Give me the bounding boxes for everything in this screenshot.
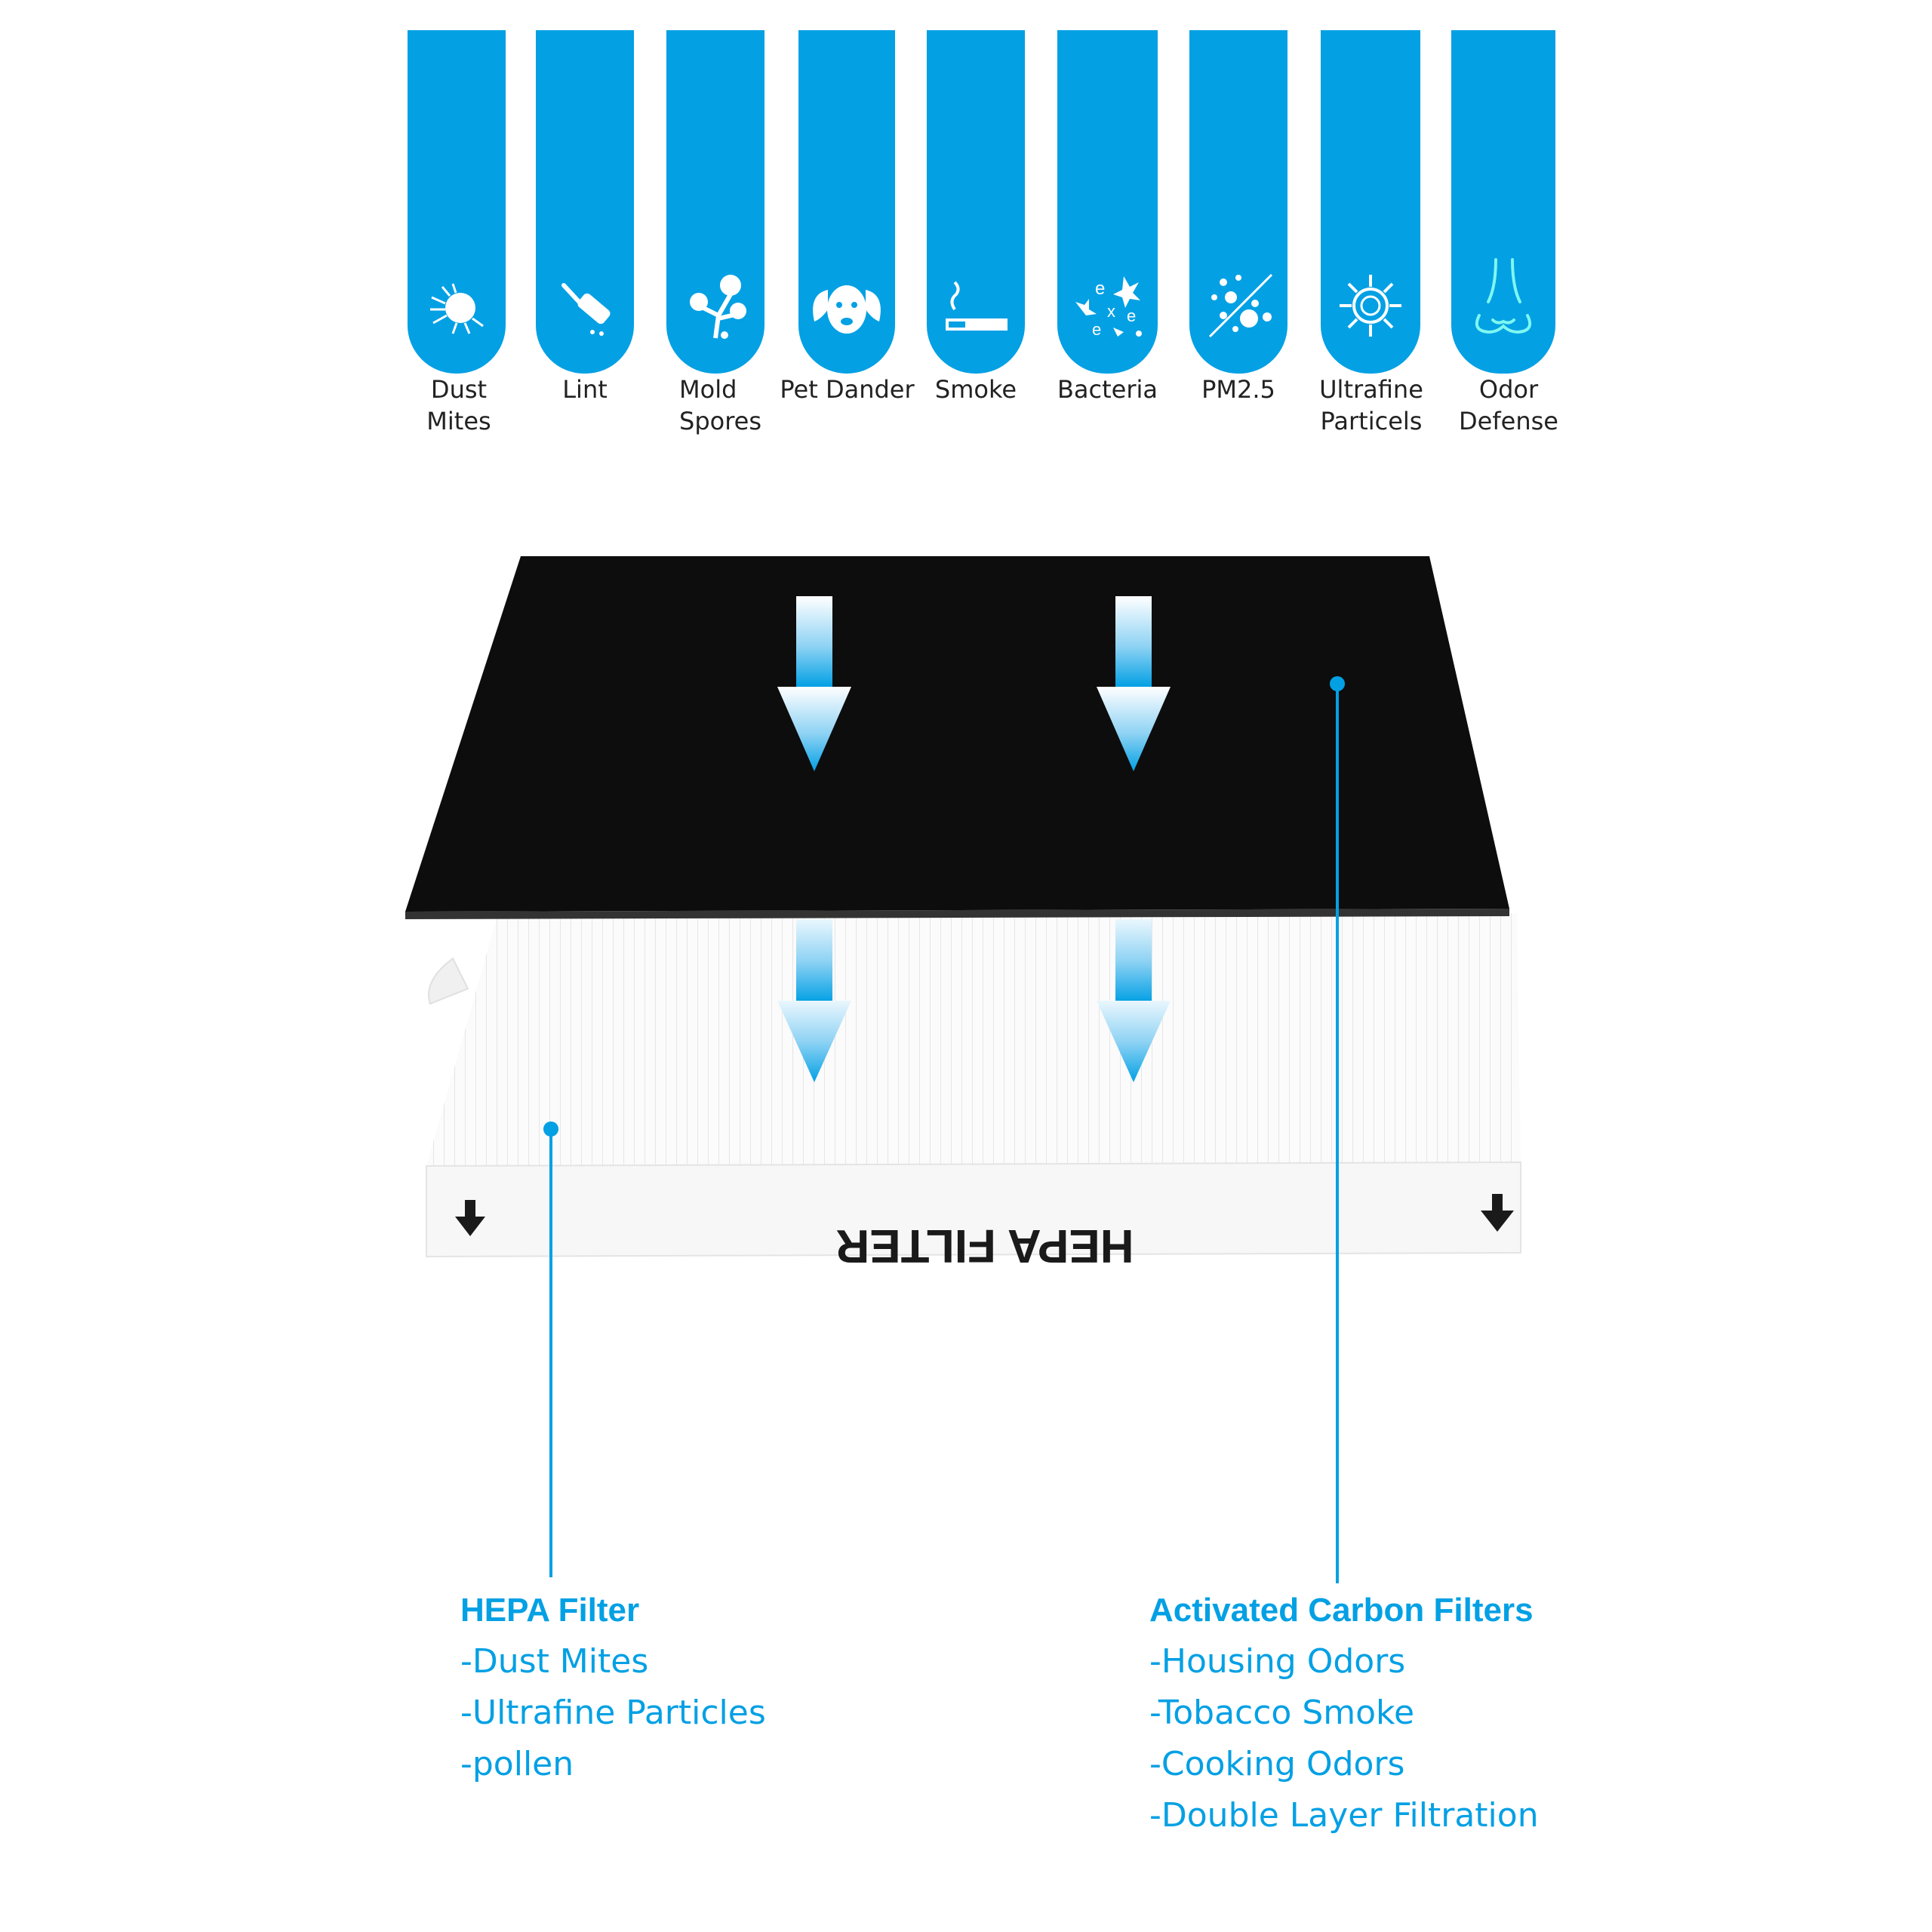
pollutant-pill-pet — [798, 30, 895, 374]
pm25-particles-icon — [1208, 273, 1273, 338]
hepa-tab — [428, 957, 469, 1005]
pollutant-label-line: Dust Mites — [426, 375, 491, 435]
pollutant-pill-pm25 — [1189, 30, 1287, 374]
airflow-arrow-icon — [1097, 919, 1171, 1082]
hepa-panel-item: -Dust Mites — [460, 1642, 649, 1681]
dog-icon — [813, 285, 881, 334]
hepa-callout — [543, 1121, 558, 1577]
pollutant-pill-odor — [1451, 30, 1555, 374]
svg-text:e: e — [1092, 320, 1101, 339]
hepa-filter-top — [426, 913, 1521, 1166]
pollutant-label-line: Odor Defense — [1459, 375, 1558, 435]
pollutant-label-line: Ultrafine — [1319, 375, 1423, 404]
pollutant-pill-ultrafine — [1321, 30, 1420, 374]
dust-mite-icon — [430, 283, 484, 334]
cigarette-icon — [946, 281, 1008, 331]
pollutant-label: Lint — [528, 374, 641, 405]
carbon-panel-item: -Double Layer Filtration — [1149, 1796, 1539, 1835]
pollutant-label-line: Particels — [1320, 407, 1423, 435]
hepa-filter-label: HEPA FILTER — [836, 1220, 1134, 1272]
airflow-arrow-icon — [777, 919, 851, 1082]
carbon-callout — [1330, 676, 1345, 1583]
pollutant-label-line: Spores — [679, 407, 762, 435]
pollutant-pill-dust-mites — [408, 30, 506, 374]
svg-text:x: x — [1107, 302, 1115, 321]
pollutant-label-line: Lint — [562, 375, 608, 404]
svg-text:e: e — [1127, 306, 1136, 325]
pollutant-label-line: Pet Dander — [780, 375, 915, 404]
airflow-arrow-icon — [777, 596, 851, 771]
carbon-panel-item: -Cooking Odors — [1149, 1745, 1405, 1783]
hepa-panel-title: HEPA Filter — [460, 1592, 640, 1629]
pollutant-label-line: Mold — [679, 375, 737, 404]
carbon-filter — [405, 556, 1509, 919]
down-arrow-right-icon — [1481, 1194, 1514, 1232]
bacteria-icon: e x e e — [1075, 276, 1142, 339]
pollutant-label: Bacteria — [1049, 374, 1166, 405]
carbon-panel-item: -Tobacco Smoke — [1149, 1694, 1415, 1732]
pollutant-label-line: Smoke — [934, 375, 1017, 404]
hepa-panel-item: -Ultrafine Particles — [460, 1694, 766, 1732]
pollutant-label-line: PM2.5 — [1201, 375, 1275, 404]
mold-spores-icon — [690, 275, 746, 339]
pollutant-pill-smoke — [927, 30, 1025, 374]
pollutant-label: Pet Dander — [777, 374, 917, 405]
pollutant-label-line: Bacteria — [1057, 375, 1158, 404]
pollutant-label: Dust Mites — [398, 374, 519, 437]
nose-icon — [1475, 258, 1531, 334]
pollutant-label: Smoke — [919, 374, 1032, 405]
down-arrow-left-icon — [455, 1200, 485, 1236]
carbon-panel-title: Activated Carbon Filters — [1149, 1592, 1534, 1629]
hepa-filter-side — [426, 1161, 1521, 1258]
pollutant-pill-bacteria: e x e e — [1057, 30, 1158, 374]
svg-text:e: e — [1095, 278, 1105, 299]
pollutant-pill-mold — [666, 30, 764, 374]
pollutant-label: Odor Defense — [1429, 374, 1588, 437]
hepa-filter: HEPA FILTER — [426, 913, 1521, 1272]
airflow-arrow-icon — [1097, 596, 1171, 771]
virus-icon — [1340, 275, 1401, 337]
pollutant-label: PM2.5 — [1182, 374, 1295, 405]
lint-roller-icon — [561, 283, 611, 336]
pollutant-label: Mold Spores — [664, 374, 777, 437]
hepa-panel-item: -pollen — [460, 1745, 574, 1783]
pollutant-label: Ultrafine Particels — [1312, 374, 1431, 437]
carbon-panel-item: -Housing Odors — [1149, 1642, 1406, 1681]
pollutant-pill-lint — [536, 30, 634, 374]
